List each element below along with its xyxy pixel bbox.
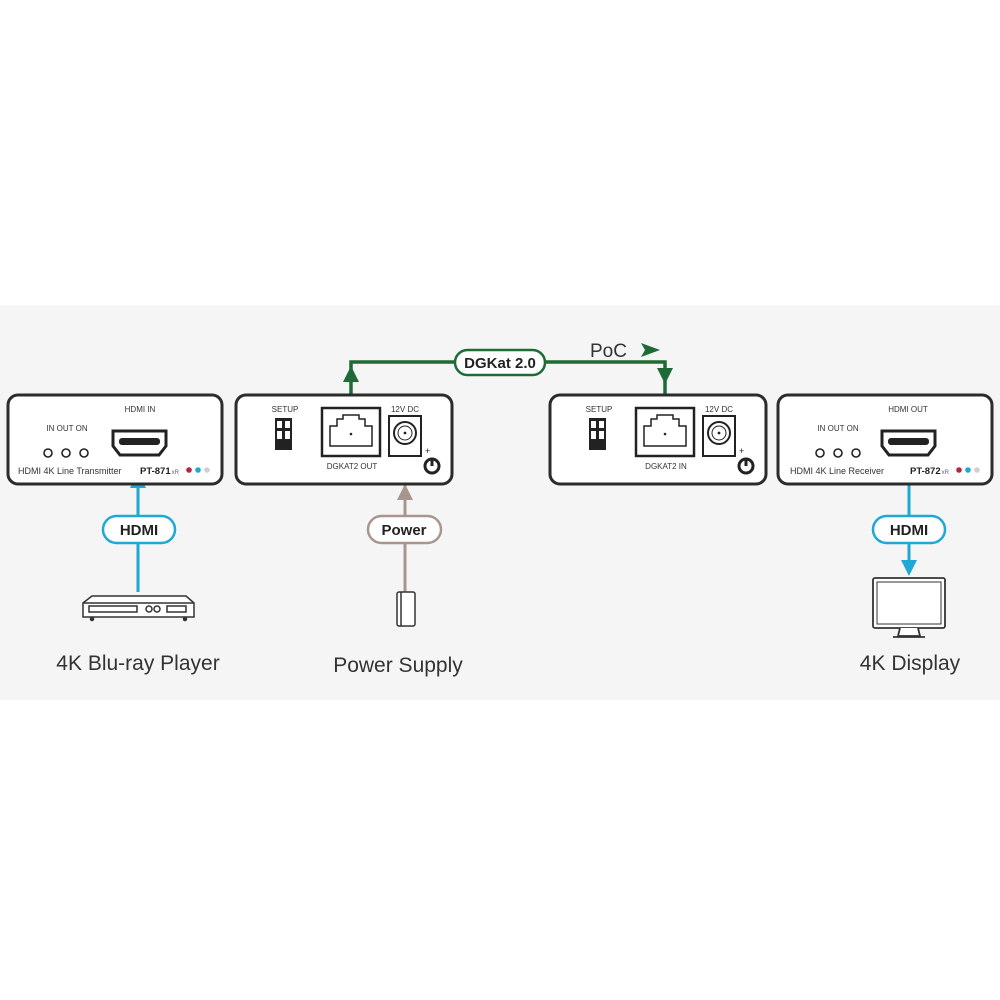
dc-jack-icon [388,415,422,457]
power-port-label: 12V DC [705,405,733,414]
power-pill [366,514,443,545]
port-label: DGKAT2 OUT [327,462,378,471]
arrow-up-icon [397,484,413,500]
arrow-down-icon [901,560,917,576]
red-dot-icon [186,467,192,473]
blue-dot-icon [195,467,201,473]
hdmi-port-icon [880,429,937,457]
rj45-port-icon [320,406,382,458]
plus-sign: + [739,446,744,456]
transmitter-front-panel: HDMI IN IN OUT ON HDMI 4K Line Transmitt… [6,393,224,486]
display-caption: 4K Display [860,652,961,675]
led-labels: IN OUT ON [817,424,858,433]
port-label: HDMI OUT [888,405,928,414]
model-number: PT-871 [140,466,171,477]
gray-dot-icon [974,467,980,473]
receiver-front-panel: HDMI OUT IN OUT ON HDMI 4K Line Receiver… [776,393,994,486]
model-line: PT-872xR [910,466,950,477]
hdmi-label: HDMI [120,522,158,539]
hdmi-port-icon [111,429,168,457]
dip-switch-icon [589,418,606,450]
arrow-up-icon [343,366,359,382]
gray-dot-icon [204,467,210,473]
model-number: PT-872 [910,466,941,477]
power-symbol-icon [737,457,755,475]
red-dot-icon [956,467,962,473]
hdmi-input-link: HDMI [101,456,177,592]
power-link: Power [366,456,443,592]
power-symbol-icon [423,457,441,475]
hdmi-label: HDMI [890,522,928,539]
rj45-port-icon [634,406,696,458]
power-port-label: 12V DC [391,405,419,414]
power-supply-icon [396,591,416,627]
status-leds [815,448,861,458]
device-name: HDMI 4K Line Receiver [790,466,884,476]
blu-ray-player-icon [82,595,195,622]
plus-sign: + [425,446,430,456]
setup-label: SETUP [586,405,613,414]
led-labels: IN OUT ON [46,424,87,433]
transmitter-rear-panel: SETUP DGKAT2 OUT 12V DC + [234,393,454,486]
dgkat-label: DGKat 2.0 [464,355,536,372]
arrow-down-icon [657,368,673,384]
power-label: Power [381,522,426,539]
device-name: HDMI 4K Line Transmitter [18,466,122,476]
status-leds [43,448,89,458]
setup-label: SETUP [272,405,299,414]
source-caption: 4K Blu-ray Player [56,652,219,675]
display-icon [872,577,946,638]
dgkat-pill [453,348,547,377]
model-line: PT-871xR [140,466,180,477]
blue-dot-icon [965,467,971,473]
hdmi-pill [101,514,177,545]
hdmi-pill [871,514,947,545]
dgkat-link: DGKat 2.0 PoC [343,341,673,408]
dip-switch-icon [275,418,292,450]
poc-label: PoC [590,341,627,362]
model-suffix: xR [172,470,180,476]
poc-arrow-icon [641,343,660,357]
model-suffix: xR [942,470,950,476]
receiver-rear-panel: SETUP DGKAT2 IN 12V DC + [548,393,768,486]
port-label: HDMI IN [125,405,156,414]
port-label: DGKAT2 IN [645,462,687,471]
power-supply-caption: Power Supply [333,654,463,677]
dc-jack-icon [702,415,736,457]
